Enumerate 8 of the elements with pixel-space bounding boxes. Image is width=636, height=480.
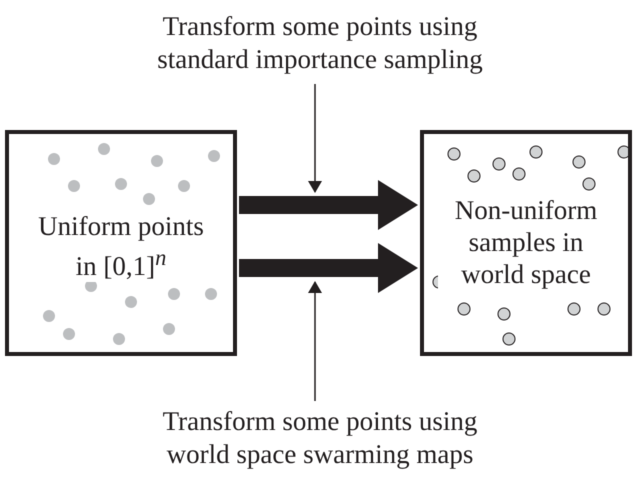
- annotation-text: Transform some points using standard importance sampling: [156, 10, 484, 76]
- thick-arrow: [239, 180, 418, 230]
- arrow: [308, 281, 322, 401]
- sample-square: [5, 130, 237, 356]
- arrow: [308, 84, 322, 193]
- thick-arrow: [239, 243, 418, 293]
- annotation-text: Transform some points using world space swarming maps: [162, 405, 478, 471]
- sample-square: [420, 130, 632, 356]
